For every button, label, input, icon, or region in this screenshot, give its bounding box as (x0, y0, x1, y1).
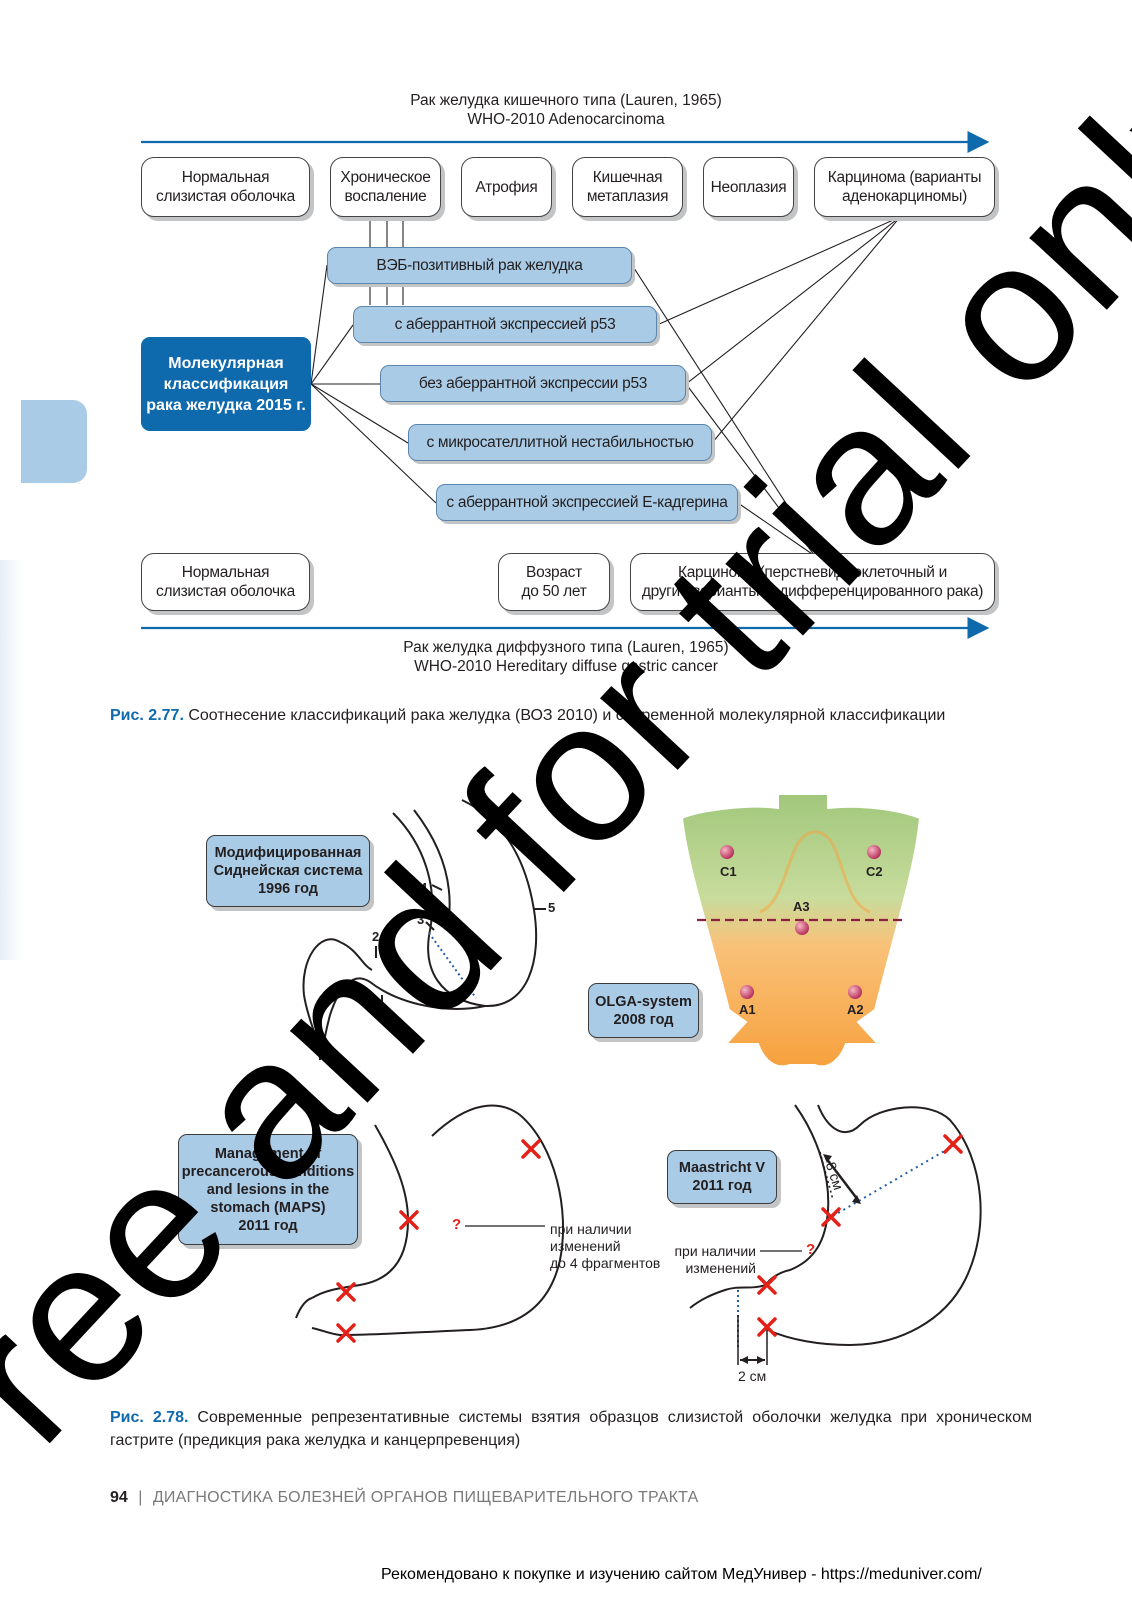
sydney-point-1: 1 (378, 998, 386, 1013)
caption-fig77-label: Рис. 2.77. (110, 707, 184, 724)
maastricht-note: при наличии изменений (674, 1243, 756, 1276)
footer-separator: | (138, 1489, 143, 1506)
maps-note: при наличии изменений до 4 фрагментов (550, 1221, 661, 1271)
stage-chronic-inflammation: Хроническое воспаление (330, 157, 441, 217)
olga-point-a1: A1 (739, 1002, 756, 1017)
sydney-point-2: 2 (372, 929, 380, 944)
maastricht-distance-2cm: 2 см (738, 1368, 767, 1384)
running-title: ДИАГНОСТИКА БОЛЕЗНЕЙ ОРГАНОВ ПИЩЕВАРИТЕЛ… (152, 1489, 699, 1506)
page-edge-shade (0, 560, 22, 960)
bottom-stage-normal-mucosa: Нормальная слизистая оболочка (141, 553, 310, 611)
olga-biopsy-points (720, 845, 881, 999)
caption-fig77-text: Соотнесение классификаций рака желудка (… (183, 707, 946, 724)
caption-fig78: Рис. 2.78. Современные репрезентативные … (110, 1406, 1032, 1452)
page-footer: 94 | ДИАГНОСТИКА БОЛЕЗНЕЙ ОРГАНОВ ПИЩЕВА… (110, 1489, 698, 1507)
olga-point-a2: A2 (847, 1002, 864, 1017)
stage-neoplasia: Неоплазия (703, 157, 794, 217)
caption-fig78-text: Современные репрезентативные системы взя… (110, 1409, 1032, 1449)
chapter-side-tab (21, 400, 87, 483)
caption-fig77: Рис. 2.77. Соотнесение классификаций рак… (110, 704, 1032, 727)
olga-system-label: OLGA-system 2008 год (588, 983, 699, 1038)
fig77-connectors (141, 131, 990, 639)
maps-question-mark: ? (452, 1216, 462, 1233)
maastricht-stomach-drawing (689, 1104, 982, 1347)
recommendation-line: Рекомендовано к покупке и изучению сайто… (381, 1566, 982, 1583)
subtype-e-cadherin: с аберрантной экспрессией Е-кадгерина (436, 484, 738, 521)
olga-point-a3: A3 (793, 899, 810, 914)
subtype-ebv: ВЭБ-позитивный рак желудка (327, 247, 632, 284)
sydney-point-5: 5 (548, 900, 556, 915)
sydney-system-label: Модифицированная Сиднейская система 1996… (206, 835, 370, 907)
stage-carcinoma-adeno: Карцинома (варианты аденокарциномы) (814, 157, 995, 217)
maastricht-question-mark: ? (806, 1241, 816, 1258)
olga-point-c1: C1 (720, 864, 737, 879)
bottom-stage-age: Возраст до 50 лет (498, 553, 610, 611)
sydney-stomach-drawing (302, 799, 538, 1061)
page-number: 94 (110, 1489, 128, 1506)
stage-normal-mucosa: Нормальная слизистая оболочка (141, 157, 310, 217)
subtype-p53-normal: без аберрантной экспрессии p53 (380, 365, 686, 402)
subtype-p53-aberrant: с аберрантной экспрессией p53 (353, 306, 657, 343)
maps-system-label: Management of precancerous conditions an… (178, 1134, 358, 1245)
sydney-point-4: 4 (420, 880, 428, 895)
caption-fig78-label: Рис. 2.78. (110, 1409, 189, 1426)
bottom-heading: Рак желудка диффузного типа (Lauren, 196… (403, 639, 729, 675)
maps-stomach-drawing (295, 1104, 564, 1337)
maastricht-red-markers (757, 1134, 963, 1337)
fig78-drawings (295, 793, 982, 1365)
stage-atrophy: Атрофия (461, 157, 552, 217)
molecular-classification-box: Молекулярная классификация рака желудка … (141, 337, 311, 431)
maastricht-label: Maastricht V 2011 год (667, 1150, 777, 1204)
olga-point-c2: C2 (866, 864, 883, 879)
subtype-msi: с микросателлитной нестабильностью (408, 424, 712, 461)
stage-intestinal-metaplasia: Кишечная метаплазия (572, 157, 683, 217)
maps-red-markers (336, 1139, 541, 1343)
bottom-stage-carcinoma-signet: Карцинома (перстневидноклеточный и други… (630, 553, 995, 611)
sydney-point-3: 3 (417, 912, 425, 927)
top-heading: Рак желудка кишечного типа (Lauren, 1965… (410, 92, 722, 128)
